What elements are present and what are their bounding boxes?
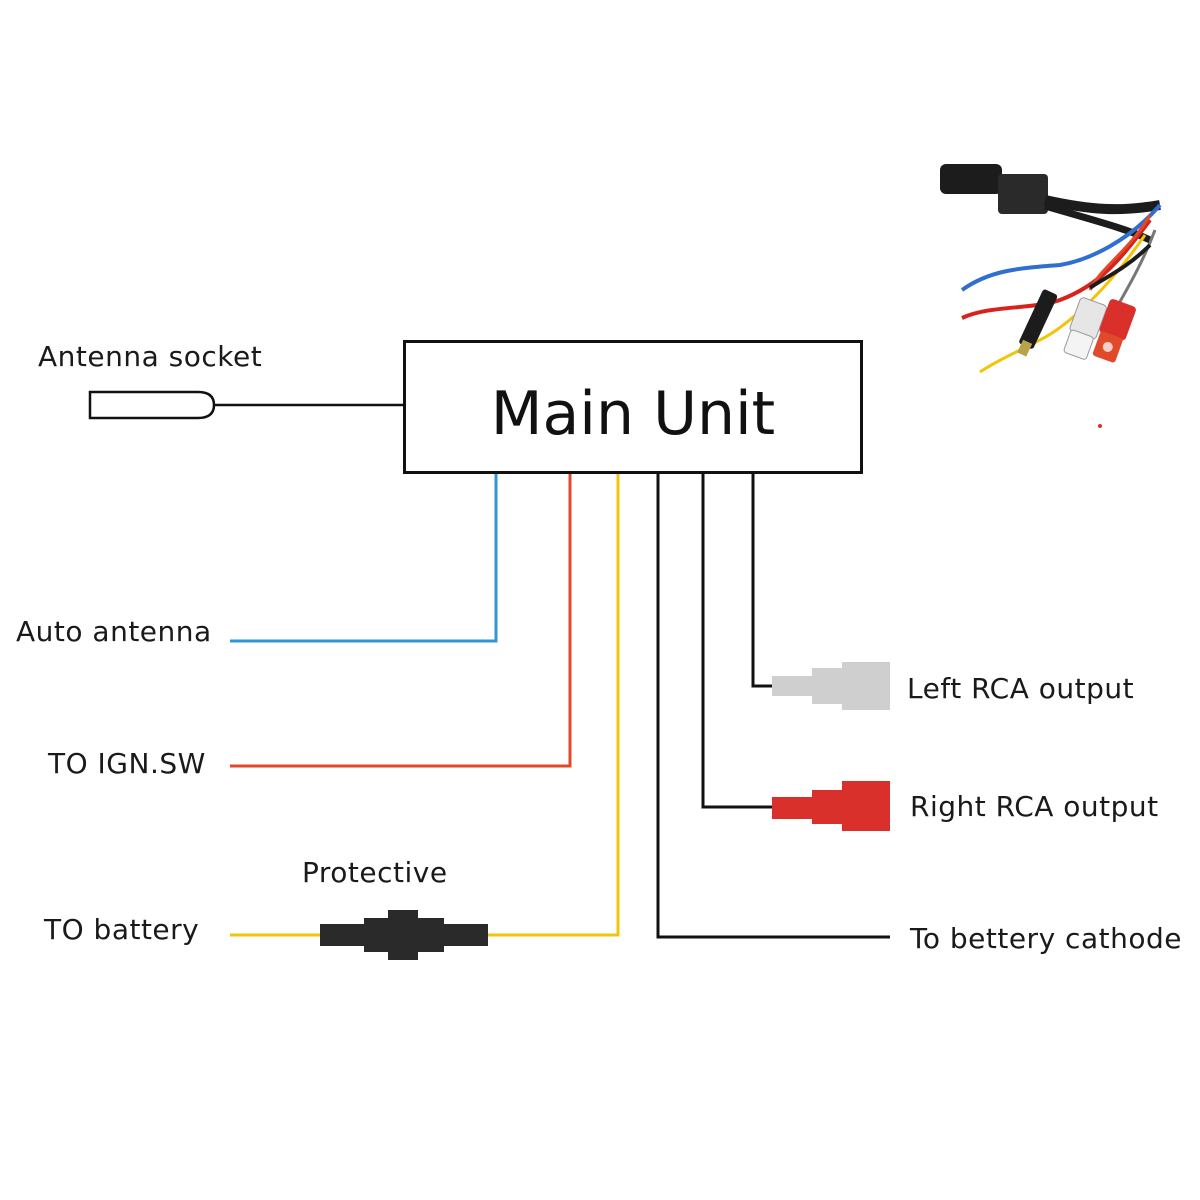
auto-antenna-wire [230, 471, 498, 643]
antenna-plug-icon [88, 390, 216, 420]
auto-antenna-label: Auto antenna [16, 615, 212, 648]
rca-plug-red-icon [772, 781, 890, 831]
battery-cathode-label: To bettery cathode [910, 922, 1182, 955]
protective-label: Protective [302, 856, 448, 889]
battery-wire [488, 471, 620, 937]
wiring-harness-photo [940, 164, 1162, 428]
fuse-holder-icon [320, 910, 488, 960]
left-rca-label: Left RCA output [907, 672, 1135, 705]
right-rca-wire [701, 471, 772, 809]
battery-label: TO battery [44, 913, 200, 946]
main-unit-box: Main Unit [403, 340, 863, 474]
ign-sw-label: TO IGN.SW [48, 747, 206, 780]
right-rca-label: Right RCA output [910, 790, 1159, 823]
rca-plug-white-icon [772, 662, 890, 710]
battery-cathode-wire [656, 471, 890, 939]
main-unit-label: Main Unit [490, 379, 776, 449]
antenna-socket-label: Antenna socket [38, 340, 263, 373]
left-rca-wire [751, 471, 772, 688]
ign-sw-wire [230, 471, 572, 768]
